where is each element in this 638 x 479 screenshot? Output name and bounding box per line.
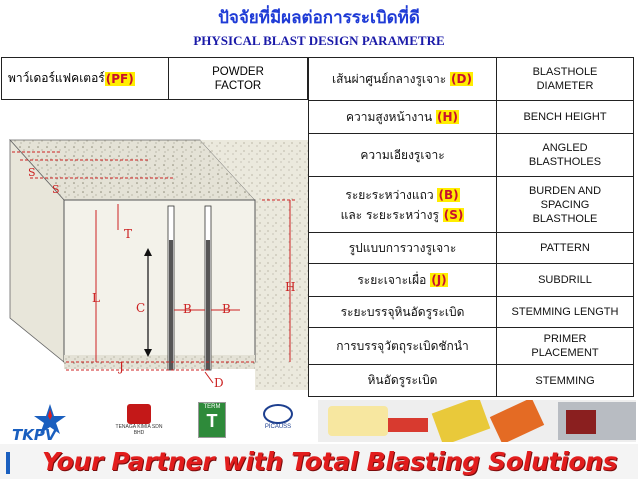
parameter-english-label: BURDEN AND SPACING BLASTHOLE — [528, 184, 602, 225]
footer-slogan: Your Partner with Total Blasting Solutio… — [42, 447, 618, 476]
parameter-thai-cell: ระยะเจาะเผื่อ (J) — [308, 263, 497, 297]
table-row: ระยะบรรจุหินอัดรูระเบิด STEMMING LENGTH — [308, 296, 634, 328]
bench-back-surface — [200, 140, 308, 390]
charge-column — [206, 240, 210, 370]
tkpv-logo: TKPV — [8, 404, 92, 444]
table-row: ความเอียงรูเจาะ ANGLED BLASTHOLES — [308, 133, 634, 177]
parameter-thai-label: และ ระยะระหว่างรู — [340, 207, 443, 222]
parameter-english-cell: PRIMER PLACEMENT — [496, 327, 634, 365]
table-row: ระยะเจาะเผื่อ (J) SUBDRILL — [308, 263, 634, 297]
burden-label: B — [183, 302, 192, 316]
parameter-english-label: PATTERN — [540, 242, 590, 254]
term-logo-text: TERM — [203, 404, 221, 410]
table-row: การบรรจุวัตถุระเบิดชักนำ PRIMER PLACEMEN… — [308, 327, 634, 365]
detonator-photo — [388, 418, 428, 432]
parameter-thai-cell: เส้นผ่าศูนย์กลางรูเจาะ (D) — [308, 57, 497, 101]
truck-photo — [566, 410, 596, 434]
table-row: รูปแบบการวางรูเจาะ PATTERN — [308, 232, 634, 264]
parameter-thai-label: หินอัดรูระเบิด — [367, 373, 438, 387]
powder-factor-english-cell: POWDER FACTOR — [169, 58, 307, 99]
parameter-thai-cell: หินอัดรูระเบิด — [308, 364, 497, 397]
footer-banner: Your Partner with Total Blasting Solutio… — [0, 444, 638, 479]
parameter-table: เส้นผ่าศูนย์กลางรูเจาะ (D) BLASTHOLE DIA… — [308, 57, 634, 397]
parameter-english-label: BLASTHOLE DIAMETER — [532, 66, 598, 92]
parameter-thai-label: ความเอียงรูเจาะ — [360, 147, 445, 162]
bench-height-label: H — [285, 280, 295, 294]
tenaga-kimia-logo: TENAGA KIMIA SDN BHD — [110, 404, 168, 438]
picauss-logo: PICAUSS — [258, 404, 298, 438]
diameter-label: D — [214, 376, 224, 390]
parameter-english-label: ANGLED BLASTHOLES — [528, 142, 602, 168]
powder-factor-code: (PF) — [104, 71, 135, 86]
parameter-thai-label: เส้นผ่าศูนย์กลางรูเจาะ — [332, 71, 451, 86]
parameter-english-cell: BURDEN AND SPACING BLASTHOLE — [496, 176, 634, 233]
table-row: เส้นผ่าศูนย์กลางรูเจาะ (D) BLASTHOLE DIA… — [308, 57, 634, 101]
parameter-thai-label: ความสูงหน้างาน — [345, 109, 437, 124]
parameter-thai-cell: รูปแบบการวางรูเจาะ — [308, 232, 497, 264]
picauss-icon — [263, 404, 293, 424]
parameter-code: (H) — [436, 109, 460, 124]
burden-label: B — [222, 302, 231, 316]
tkpv-logo-text: TKPV — [12, 426, 57, 444]
parameter-thai-cell: ความสูงหน้างาน (H) — [308, 100, 497, 134]
diameter-pointer — [204, 371, 214, 384]
tenaga-kimia-text: TENAGA KIMIA SDN BHD — [115, 424, 163, 436]
parameter-code: (B) — [437, 187, 460, 202]
parameter-english-label: PRIMER PLACEMENT — [531, 333, 599, 359]
parameter-thai-label: ระยะเจาะเผื่อ — [357, 272, 431, 287]
tenaga-kimia-icon — [127, 404, 151, 424]
cartridge-photo — [431, 400, 491, 442]
table-row: ระยะระหว่างแถว (B) และ ระยะระหว่างรู (S)… — [308, 176, 634, 233]
page-subtitle-english: PHYSICAL BLAST DESIGN PARAMETRE — [193, 33, 445, 48]
parameter-english-label: BENCH HEIGHT — [523, 111, 607, 123]
parameter-code: (D) — [450, 71, 473, 86]
powder-factor-thai-label: พาว์เดอร์แฟคเตอร์ — [8, 71, 105, 85]
charge-column — [169, 240, 173, 370]
parameter-english-label: STEMMING LENGTH — [511, 306, 619, 318]
term-logo: TERM T — [198, 402, 226, 438]
page-title-thai: ปัจจัยที่มีผลต่อการระเบิดที่ดี — [218, 8, 420, 28]
parameter-english-cell: STEMMING LENGTH — [496, 296, 634, 328]
parameter-english-cell: ANGLED BLASTHOLES — [496, 133, 634, 177]
parameter-thai-cell: การบรรจุวัตถุระเบิดชักนำ — [308, 327, 497, 365]
bench-front-face — [63, 199, 256, 363]
table-row: ความสูงหน้างาน (H) BENCH HEIGHT — [308, 100, 634, 134]
parameter-code: (J) — [430, 272, 448, 287]
parameter-code: (S) — [442, 207, 465, 222]
parameter-english-cell: BLASTHOLE DIAMETER — [496, 57, 634, 101]
parameter-thai-label: ระยะบรรจุหินอัดรูระเบิด — [340, 304, 465, 319]
parameter-english-cell: SUBDRILL — [496, 263, 634, 297]
parameter-english-label: STEMMING — [535, 374, 595, 387]
arrow-down-icon — [144, 349, 152, 357]
charge-length-label: C — [136, 301, 145, 315]
parameter-thai-cell: ความเอียงรูเจาะ — [308, 133, 497, 177]
term-logo-icon: T — [206, 411, 218, 431]
cartridge-photo — [489, 400, 545, 442]
picauss-text: PICAUSS — [264, 424, 292, 430]
parameter-thai-cell: ระยะระหว่างแถว (B) และ ระยะระหว่างรู (S) — [308, 176, 497, 233]
parameter-english-cell: STEMMING — [496, 364, 634, 397]
parameter-thai-label: การบรรจุวัตถุระเบิดชักนำ — [336, 338, 469, 353]
parameter-thai-cell: ระยะบรรจุหินอัดรูระเบิด — [308, 296, 497, 328]
hole-length-label: L — [92, 291, 100, 305]
stemming-label: T — [124, 227, 132, 241]
detonator-photo — [328, 406, 388, 436]
tkpv-star-icon — [34, 404, 66, 434]
parameter-thai-label: ระยะระหว่างแถว — [345, 187, 438, 202]
parameter-english-cell: BENCH HEIGHT — [496, 100, 634, 134]
product-photo-strip — [318, 400, 636, 442]
spacing-label: S — [28, 166, 36, 179]
table-row: หินอัดรูระเบิด STEMMING — [308, 364, 634, 397]
parameter-english-label: SUBDRILL — [538, 274, 592, 286]
powder-factor-thai-cell: พาว์เดอร์แฟคเตอร์ (PF) — [2, 58, 169, 99]
bench-blast-diagram: S S T L C B B H J D — [9, 138, 308, 390]
powder-factor-row: พาว์เดอร์แฟคเตอร์ (PF) POWDER FACTOR — [1, 57, 308, 100]
arrow-up-icon — [144, 248, 152, 256]
parameter-english-cell: PATTERN — [496, 232, 634, 264]
footer-left-bar — [6, 452, 10, 474]
parameter-thai-label: รูปแบบการวางรูเจาะ — [348, 240, 457, 255]
spacing-label: S — [52, 183, 60, 196]
powder-factor-english-label: POWDER FACTOR — [212, 65, 264, 92]
subdrill-label: J — [117, 360, 124, 374]
